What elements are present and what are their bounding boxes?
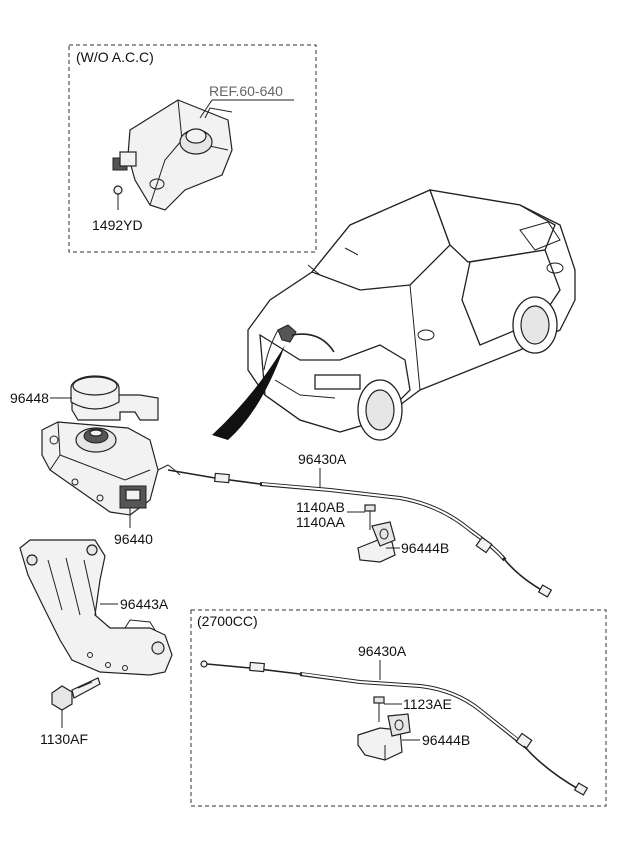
bolt-1492yd [113,185,123,210]
label-96430a-bottom: 96430A [358,643,407,659]
ref-label: REF.60-640 [209,83,283,99]
wo-acc-box [68,44,317,253]
label-96440: 96440 [114,531,153,547]
ref-leader [199,99,213,119]
label-1130af: 1130AF [40,731,88,747]
label-96444b-bottom: 96444B [422,732,470,748]
wo-acc-caption: (W/O A.C.C) [76,49,154,65]
label-96448: 96448 [10,390,49,406]
cable-96430a-top [167,469,553,598]
label-96444b-top: 96444B [401,540,449,556]
part-96440-actuator [41,421,181,516]
bolt-1130af [51,677,101,711]
cc2700-box [190,609,607,807]
cc2700-caption: (2700CC) [197,613,258,629]
bolt-1123ae [373,696,385,722]
label-1123ae: 1123AE [403,696,452,712]
cable-96430a-bottom [200,660,589,796]
bolt-1140ab [364,504,376,530]
throttle-bracket [112,99,233,211]
clip-96444b-bottom [357,713,411,761]
clip-96444b-top [357,521,396,563]
label-1492yd: 1492YD [92,217,143,233]
part-96448-cover [70,375,159,421]
label-96430a-top: 96430A [298,451,347,467]
vehicle-illustration [247,189,576,441]
label-96443a: 96443A [120,596,169,612]
label-1140aa: 1140AA [296,514,345,530]
label-1140ab: 1140AB [296,499,345,515]
callout-swoosh [212,345,285,440]
part-96443a-bracket [19,539,173,676]
